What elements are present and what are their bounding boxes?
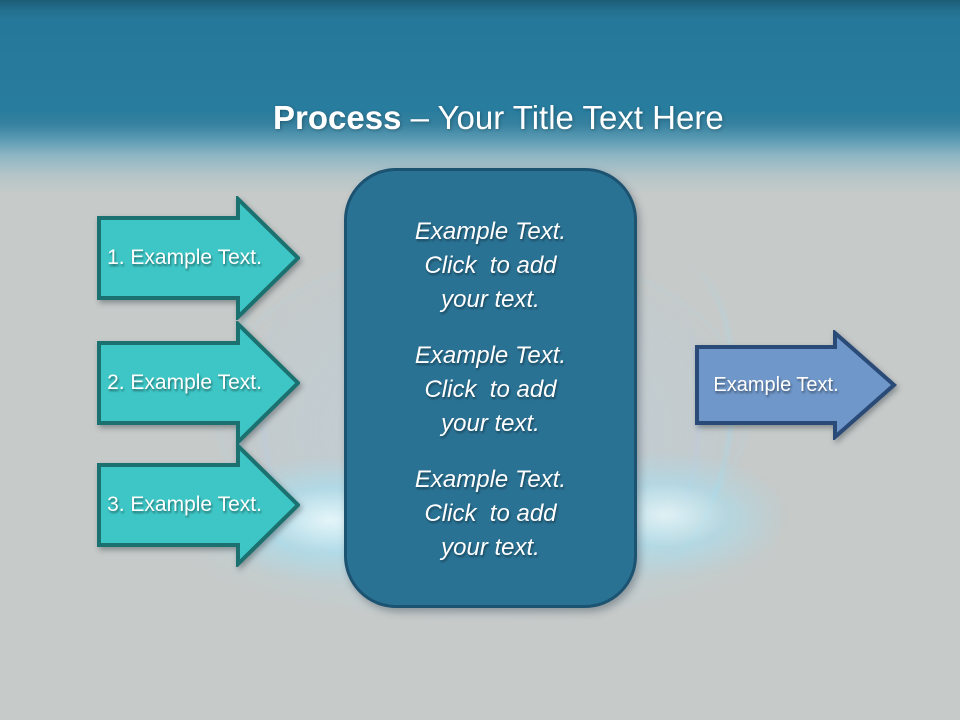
box-text-line: Example Text. — [414, 342, 567, 369]
output-arrow-label: Example Text. — [713, 373, 839, 396]
process-arrow-2: 2. Example Text. — [97, 319, 301, 447]
right-arrow-shape-icon — [97, 319, 301, 447]
process-arrow-1-label: 1. Example Text. — [107, 246, 262, 269]
process-arrow-2-label: 2. Example Text. — [107, 371, 262, 394]
box-text-block-1: Example Text. Click to add your text. — [361, 215, 620, 317]
slide-title-rest: – Your Title Text Here — [401, 99, 724, 136]
box-text-line: your text. — [441, 410, 540, 437]
slide-title-keyword: Process — [273, 99, 402, 136]
process-arrow-3: 3. Example Text. — [97, 441, 301, 569]
header-gradient — [0, 0, 960, 200]
process-arrow-1: 1. Example Text. — [97, 194, 301, 322]
right-arrow-shape-icon — [695, 328, 898, 442]
box-text-line: Click to add — [424, 252, 557, 279]
box-text-line: Click to add — [424, 376, 557, 403]
box-text-line: Example Text. — [414, 218, 567, 245]
right-arrow-shape-icon — [97, 194, 301, 322]
output-arrow: Example Text. — [695, 328, 898, 442]
box-text-line: Example Text. — [414, 466, 567, 493]
box-text-line: Click to add — [424, 500, 557, 527]
box-text-block-3: Example Text. Click to add your text. — [361, 463, 620, 565]
box-text-line: your text. — [441, 534, 540, 561]
center-text-box: Example Text. Click to add your text. Ex… — [344, 168, 637, 608]
box-text-line: your text. — [441, 286, 540, 313]
process-arrow-3-label: 3. Example Text. — [107, 493, 262, 516]
slide-title: Process – Your Title Text Here — [0, 52, 960, 184]
box-text-block-2: Example Text. Click to add your text. — [361, 339, 620, 441]
